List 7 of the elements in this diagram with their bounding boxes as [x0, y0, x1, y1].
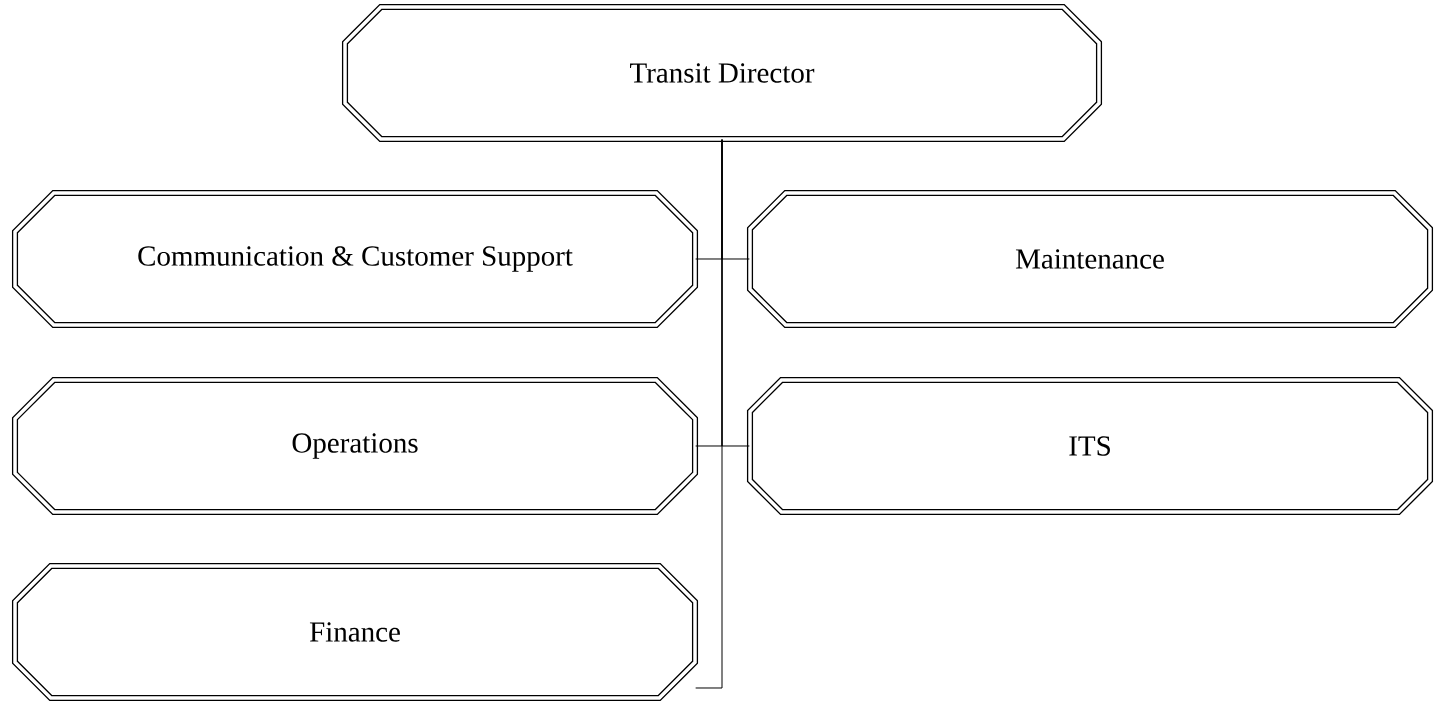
org-box: Maintenance — [746, 189, 1434, 329]
org-box: Operations — [11, 376, 699, 516]
connector-line — [695, 139, 723, 689]
org-box: ITS — [746, 376, 1434, 516]
org-box: Finance — [11, 562, 699, 702]
org-box: Communication & Customer Support — [11, 189, 699, 329]
org-box: Transit Director — [341, 3, 1103, 143]
